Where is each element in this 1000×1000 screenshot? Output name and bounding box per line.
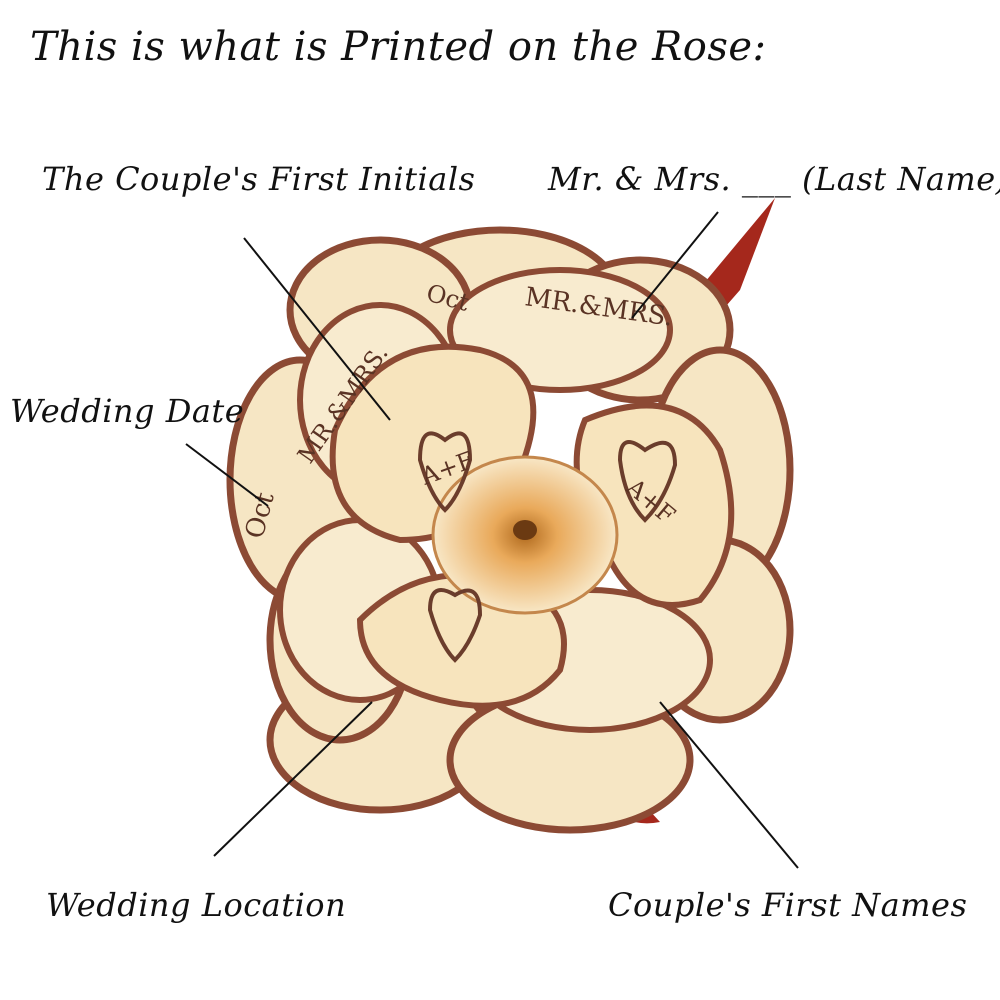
callout-last-name: Mr. & Mrs. ___ (Last Name) (548, 160, 1000, 198)
rose-core (513, 520, 537, 540)
callout-line-first-names (659, 701, 799, 869)
callout-line-last-name (631, 211, 719, 319)
callout-line-date (185, 443, 269, 507)
heart-print (617, 440, 678, 523)
heart-print (417, 431, 473, 513)
callout-lines (185, 211, 799, 869)
callout-initials: The Couple's First Initials (42, 160, 476, 198)
heart-print (427, 588, 483, 663)
heart-prints (417, 431, 678, 663)
callout-wedding-date: Wedding Date (10, 392, 245, 430)
heading: This is what is Printed on the Rose: (30, 24, 767, 70)
callout-first-names: Couple's First Names (608, 886, 968, 924)
callout-line-initials (243, 237, 391, 421)
callout-line-location (213, 701, 373, 857)
callout-wedding-location: Wedding Location (46, 886, 347, 924)
